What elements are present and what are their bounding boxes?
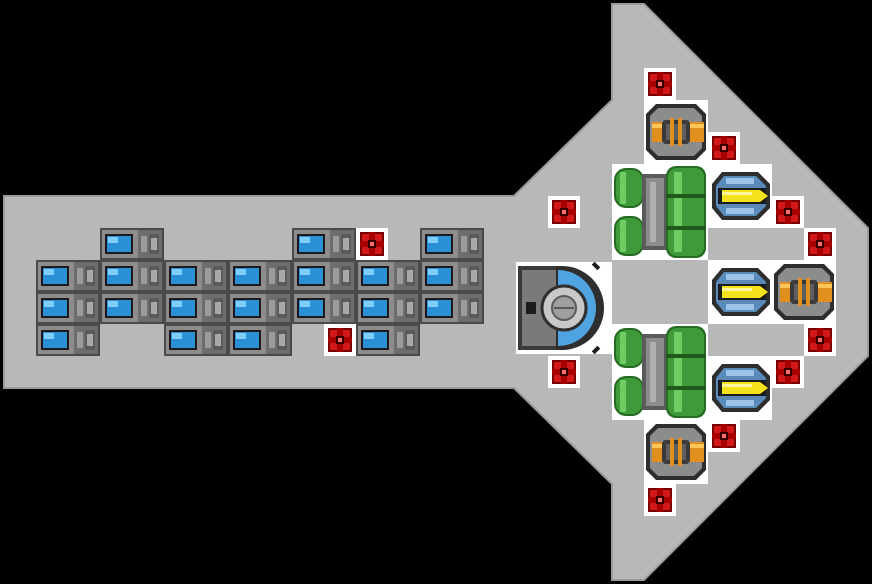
battery-cell[interactable]	[420, 292, 484, 324]
battery-cell[interactable]	[36, 260, 100, 292]
red-mine[interactable]	[324, 324, 356, 356]
red-mine[interactable]	[548, 196, 580, 228]
battery-cell[interactable]	[228, 292, 292, 324]
red-mine[interactable]	[804, 324, 836, 356]
battery-cell[interactable]	[228, 260, 292, 292]
battery-cell[interactable]	[36, 324, 100, 356]
battery-cell[interactable]	[100, 260, 164, 292]
red-mine[interactable]	[772, 356, 804, 388]
battery-cell[interactable]	[100, 228, 164, 260]
cannon[interactable]	[644, 420, 708, 484]
red-mine[interactable]	[548, 356, 580, 388]
red-mine[interactable]	[804, 228, 836, 260]
cannon[interactable]	[772, 260, 836, 324]
battery-cell[interactable]	[356, 260, 420, 292]
thruster[interactable]	[708, 356, 772, 420]
battery-cell[interactable]	[100, 292, 164, 324]
thruster[interactable]	[708, 164, 772, 228]
battery-cell[interactable]	[36, 292, 100, 324]
fuel-tank[interactable]	[612, 324, 708, 420]
battery-cell[interactable]	[356, 292, 420, 324]
red-mine[interactable]	[356, 228, 388, 260]
thruster[interactable]	[708, 260, 772, 324]
command-core[interactable]	[516, 261, 612, 355]
battery-cell[interactable]	[356, 324, 420, 356]
red-mine[interactable]	[644, 484, 676, 516]
battery-cell[interactable]	[420, 228, 484, 260]
red-mine[interactable]	[708, 420, 740, 452]
fuel-tank[interactable]	[612, 164, 708, 260]
red-mine[interactable]	[772, 196, 804, 228]
battery-cell[interactable]	[164, 260, 228, 292]
battery-cell[interactable]	[420, 260, 484, 292]
battery-cell[interactable]	[292, 228, 356, 260]
battery-cell[interactable]	[292, 292, 356, 324]
red-mine[interactable]	[708, 132, 740, 164]
battery-cell[interactable]	[164, 292, 228, 324]
battery-cell[interactable]	[292, 260, 356, 292]
battery-cell[interactable]	[228, 324, 292, 356]
battery-cell[interactable]	[164, 324, 228, 356]
cannon[interactable]	[644, 100, 708, 164]
red-mine[interactable]	[644, 68, 676, 100]
